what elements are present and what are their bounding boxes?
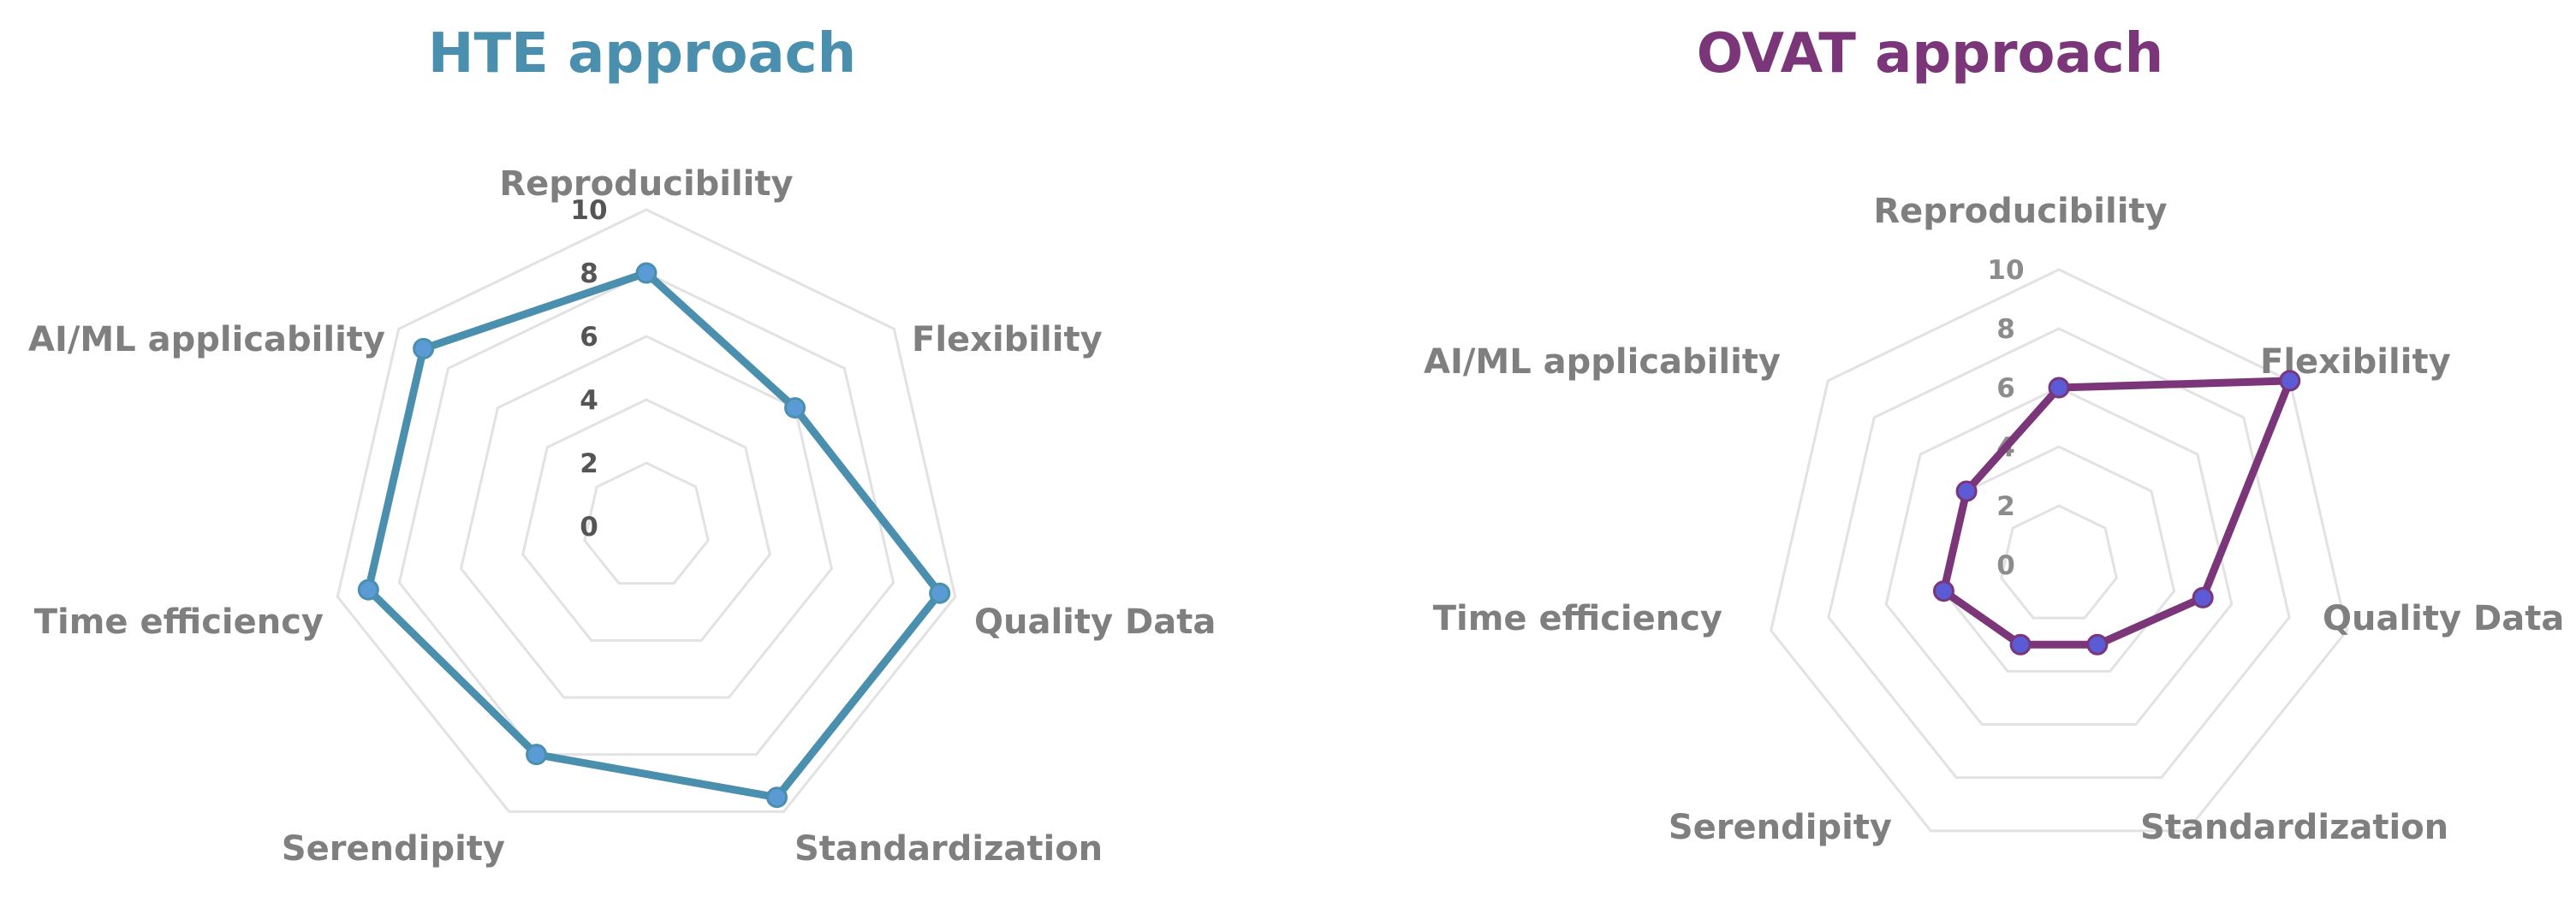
axis-label: Standardization — [2140, 808, 2448, 847]
tick-label: 4 — [580, 385, 598, 416]
data-point — [2192, 586, 2214, 608]
chart-title: HTE approach — [427, 22, 857, 86]
axis-label: AI/ML applicability — [28, 320, 385, 359]
grid-ring — [397, 271, 895, 757]
tick-label: 8 — [1996, 314, 2015, 345]
tick-label: 6 — [1996, 373, 2015, 404]
tick-label: 6 — [580, 322, 598, 353]
tick-label: 8 — [580, 258, 598, 289]
grid-ring — [459, 335, 834, 699]
axis-label: Reproducibility — [1873, 192, 2167, 231]
grid-ring — [521, 398, 771, 642]
data-point — [1955, 480, 1978, 502]
data-point — [2048, 377, 2070, 399]
axis-label: Time efficiency — [1433, 599, 1722, 638]
data-point — [2086, 633, 2109, 656]
axis-label: AI/ML applicability — [1424, 342, 1781, 382]
grid-ring — [1884, 386, 2234, 727]
tick-label: 2 — [1996, 491, 2015, 522]
tick-label: 0 — [580, 512, 598, 543]
axis-label: Reproducibility — [499, 164, 793, 204]
axis-label: Time efficiency — [34, 602, 324, 642]
tick-label: 2 — [580, 448, 598, 479]
axis-label: Quality Data — [2323, 599, 2564, 638]
grid-ring — [1770, 268, 2348, 833]
axis-label: Serendipity — [1669, 808, 1892, 847]
data-point — [357, 579, 379, 601]
grid — [336, 208, 957, 813]
data-point — [784, 397, 806, 419]
grid-ring — [1827, 327, 2291, 780]
chart-title: OVAT approach — [1696, 22, 2164, 86]
data-point — [413, 337, 435, 359]
data-point — [2279, 370, 2301, 392]
series-line — [1939, 377, 2294, 649]
tick-label: 0 — [1996, 550, 2015, 581]
data-point — [526, 744, 548, 766]
axis-label: Serendipity — [282, 829, 505, 869]
data-point — [2009, 633, 2032, 656]
axis-label: Flexibility — [912, 320, 1103, 359]
data-point — [766, 786, 788, 809]
ovat-radar-chart: 0246810ReproducibilityFlexibilityQuality… — [1424, 192, 2564, 847]
axis-label: Standardization — [794, 829, 1103, 869]
grid-ring — [336, 208, 957, 813]
data-point — [1932, 580, 1954, 602]
grid-ring — [583, 461, 710, 585]
grid-ring — [2000, 504, 2118, 620]
data-point — [635, 262, 657, 284]
series-line — [364, 269, 944, 802]
data-point — [929, 582, 951, 604]
axis-label: Quality Data — [974, 602, 1216, 642]
tick-label: 10 — [570, 195, 607, 226]
hte-radar-chart: 0 2 4 6 8 10ReproducibilityFlexibilityQuality… — [28, 164, 1216, 869]
tick-label: 10 — [1987, 255, 2024, 286]
